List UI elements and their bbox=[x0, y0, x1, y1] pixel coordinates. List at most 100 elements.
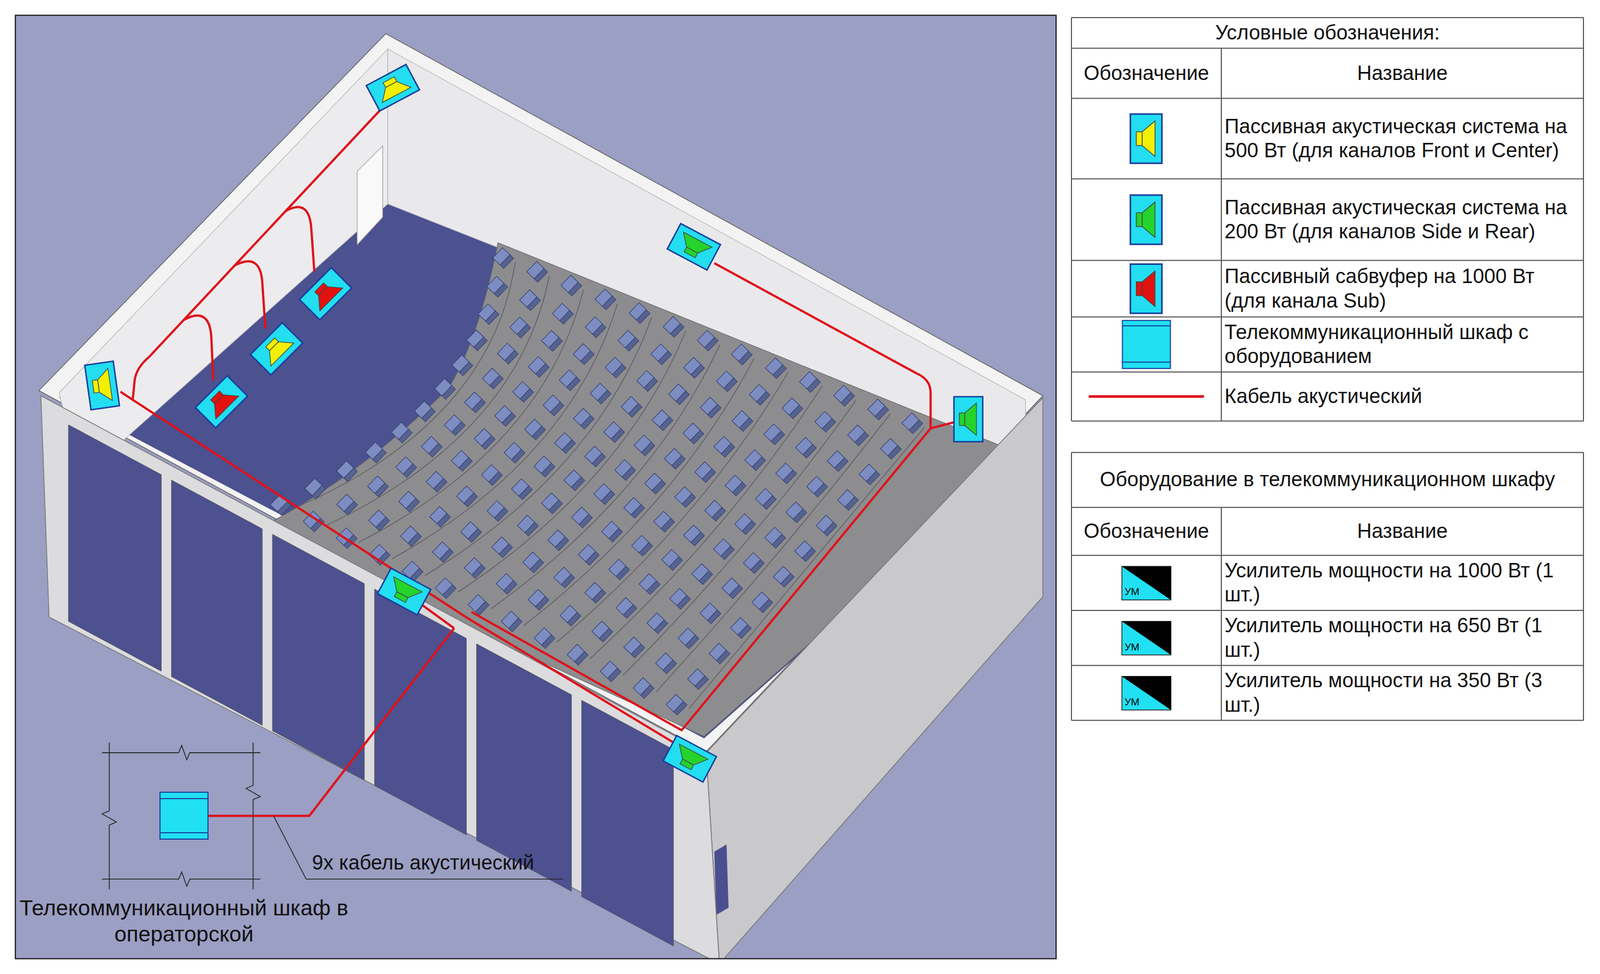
seat bbox=[880, 438, 902, 460]
seat-cushion bbox=[451, 355, 469, 373]
table-rule bbox=[1071, 371, 1584, 373]
table-rule bbox=[1220, 507, 1222, 722]
cabinet-body bbox=[1122, 320, 1171, 369]
seat bbox=[650, 344, 672, 365]
seat bbox=[517, 515, 539, 536]
seat-cushion bbox=[573, 344, 591, 362]
seat-cushion bbox=[552, 303, 570, 322]
seat-cushion bbox=[765, 357, 783, 376]
table-grid bbox=[1071, 452, 1584, 722]
seat-cushion bbox=[585, 316, 603, 335]
seat bbox=[528, 356, 550, 378]
amplifier-shade bbox=[1122, 566, 1172, 600]
seat-cushion bbox=[773, 566, 791, 584]
seat bbox=[593, 483, 615, 505]
seat bbox=[421, 436, 443, 458]
table-rule bbox=[1071, 452, 1584, 454]
seat bbox=[653, 511, 675, 533]
table-rule bbox=[1071, 178, 1584, 180]
seat bbox=[336, 494, 358, 516]
seat bbox=[749, 384, 771, 406]
seat-cushion bbox=[816, 515, 834, 533]
table-rule bbox=[1071, 98, 1584, 100]
seat bbox=[400, 525, 422, 547]
seat bbox=[601, 521, 623, 543]
row-riser bbox=[292, 262, 516, 510]
seat-cushion bbox=[749, 384, 767, 403]
seat-cushion bbox=[512, 381, 530, 400]
seat bbox=[847, 425, 869, 446]
seat bbox=[573, 344, 595, 365]
seat-cushion bbox=[481, 465, 499, 483]
seat bbox=[624, 637, 645, 659]
seat-cushion bbox=[541, 330, 559, 349]
front-speaker bbox=[366, 64, 420, 111]
seat-cushion bbox=[491, 537, 509, 555]
legend-text: Пассивный сабвуфер на 1000 Вт (для канал… bbox=[1224, 264, 1581, 314]
seat bbox=[482, 368, 503, 390]
seat-cushion bbox=[799, 371, 817, 390]
seat-cushion bbox=[697, 330, 715, 348]
seat bbox=[486, 276, 508, 298]
seat bbox=[731, 344, 752, 365]
seat bbox=[547, 530, 569, 551]
subwoofer bbox=[299, 267, 352, 320]
seat-cushion bbox=[677, 628, 695, 646]
table-rule bbox=[1071, 260, 1584, 262]
amplifier-icon bbox=[1122, 676, 1172, 711]
seat bbox=[638, 573, 660, 595]
cable bbox=[132, 101, 388, 400]
seat-cushion bbox=[573, 408, 591, 427]
surround-speaker bbox=[662, 736, 717, 783]
row-riser bbox=[392, 303, 618, 559]
seat-cushion bbox=[504, 442, 522, 461]
seat bbox=[435, 578, 456, 599]
break-line bbox=[245, 742, 261, 890]
seat-cushion bbox=[901, 412, 919, 431]
surround-speaker bbox=[667, 223, 721, 270]
seat-cushion bbox=[608, 559, 626, 578]
seat-cushion bbox=[395, 457, 413, 475]
subwoofer bbox=[195, 376, 248, 429]
seat bbox=[668, 384, 690, 405]
seat bbox=[621, 396, 643, 418]
table-rule bbox=[1071, 48, 1584, 50]
seat-cushion bbox=[603, 421, 621, 440]
seat bbox=[827, 450, 848, 472]
seat-cushion bbox=[624, 637, 642, 655]
window-pane bbox=[68, 425, 162, 672]
seat-cushion bbox=[730, 617, 748, 636]
seat bbox=[814, 411, 836, 433]
seat bbox=[732, 410, 754, 432]
seat-cushion bbox=[593, 483, 611, 502]
seat bbox=[600, 661, 621, 683]
seat bbox=[460, 521, 482, 543]
window-pane bbox=[581, 700, 674, 947]
seat bbox=[486, 500, 508, 522]
seat-cushion bbox=[560, 605, 578, 623]
amplifier-tag: УМ bbox=[1124, 697, 1147, 709]
legend-cable-sample bbox=[1089, 395, 1205, 398]
seat-cushion bbox=[674, 486, 692, 505]
seat-cushion bbox=[541, 493, 559, 511]
seat bbox=[752, 592, 773, 613]
seat-cushion bbox=[464, 557, 482, 576]
seat-cushion bbox=[482, 368, 500, 387]
cabinet-band bbox=[1122, 325, 1171, 327]
seat-cushion bbox=[336, 494, 354, 512]
front-speaker bbox=[84, 361, 120, 411]
amplifier-icon bbox=[1122, 566, 1172, 600]
seat bbox=[687, 668, 709, 690]
table-rule bbox=[1582, 452, 1584, 722]
seat-cushion bbox=[781, 397, 799, 416]
seat-cushion bbox=[444, 414, 462, 433]
seat bbox=[773, 566, 795, 588]
table-cell: Усилитель мощности на 650 Вт (1 шт.) bbox=[1224, 613, 1581, 663]
seat-cushion bbox=[859, 464, 877, 482]
seat-cushion bbox=[571, 507, 589, 525]
seat-cushion bbox=[534, 627, 552, 646]
seat-cushion bbox=[398, 491, 416, 509]
seat-cushion bbox=[533, 456, 551, 475]
seat-cushion bbox=[704, 500, 722, 518]
seat bbox=[799, 371, 821, 393]
